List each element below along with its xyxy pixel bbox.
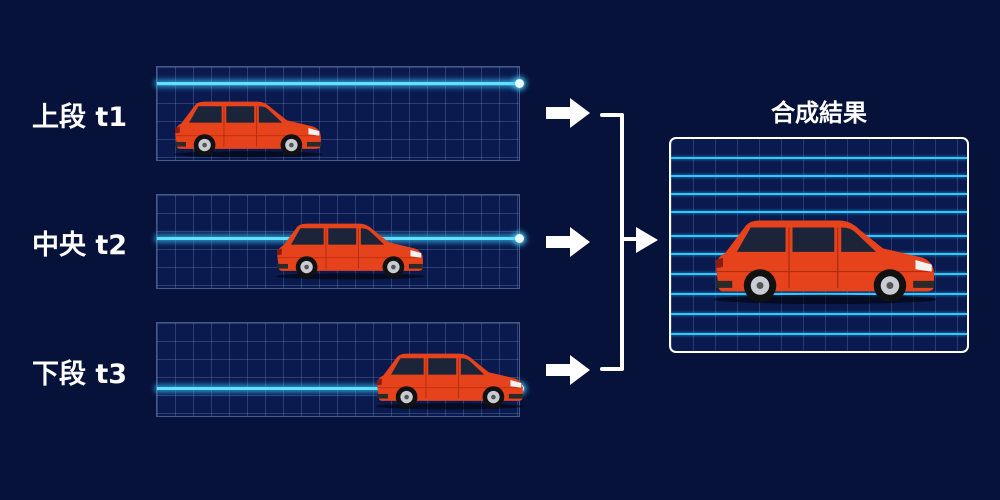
composite-result-frame: [669, 137, 969, 353]
right-arrow-icon: [546, 98, 590, 128]
car-icon: [169, 97, 327, 159]
row-label-middle: 中央 t2: [32, 230, 128, 261]
scan-stripe: [671, 193, 967, 195]
right-arrow-icon: [546, 227, 590, 257]
scan-stripe: [671, 175, 967, 177]
result-title: 合成結果: [771, 99, 867, 127]
scan-panel-middle: [156, 194, 524, 289]
scan-panel-top: [156, 66, 524, 161]
scan-stripe: [671, 293, 967, 295]
scan-stripe: [671, 157, 967, 159]
scanline-endpoint-top: [515, 79, 524, 88]
scan-panel-bottom: [156, 322, 525, 417]
merge-bracket-icon: [600, 113, 658, 371]
right-arrow-icon: [546, 355, 590, 385]
scan-stripe: [671, 333, 967, 335]
row-label-bottom: 下段 t3: [32, 359, 128, 390]
row-label-top: 上段 t1: [32, 102, 128, 133]
scan-stripe: [671, 313, 967, 315]
car-icon: [371, 349, 529, 411]
scanline-bottom: [157, 387, 519, 390]
car-icon: [709, 205, 941, 315]
scanline-top: [157, 82, 519, 85]
scan-stripe: [671, 211, 967, 213]
scanline-endpoint-middle: [515, 234, 524, 243]
car-icon: [271, 219, 429, 281]
